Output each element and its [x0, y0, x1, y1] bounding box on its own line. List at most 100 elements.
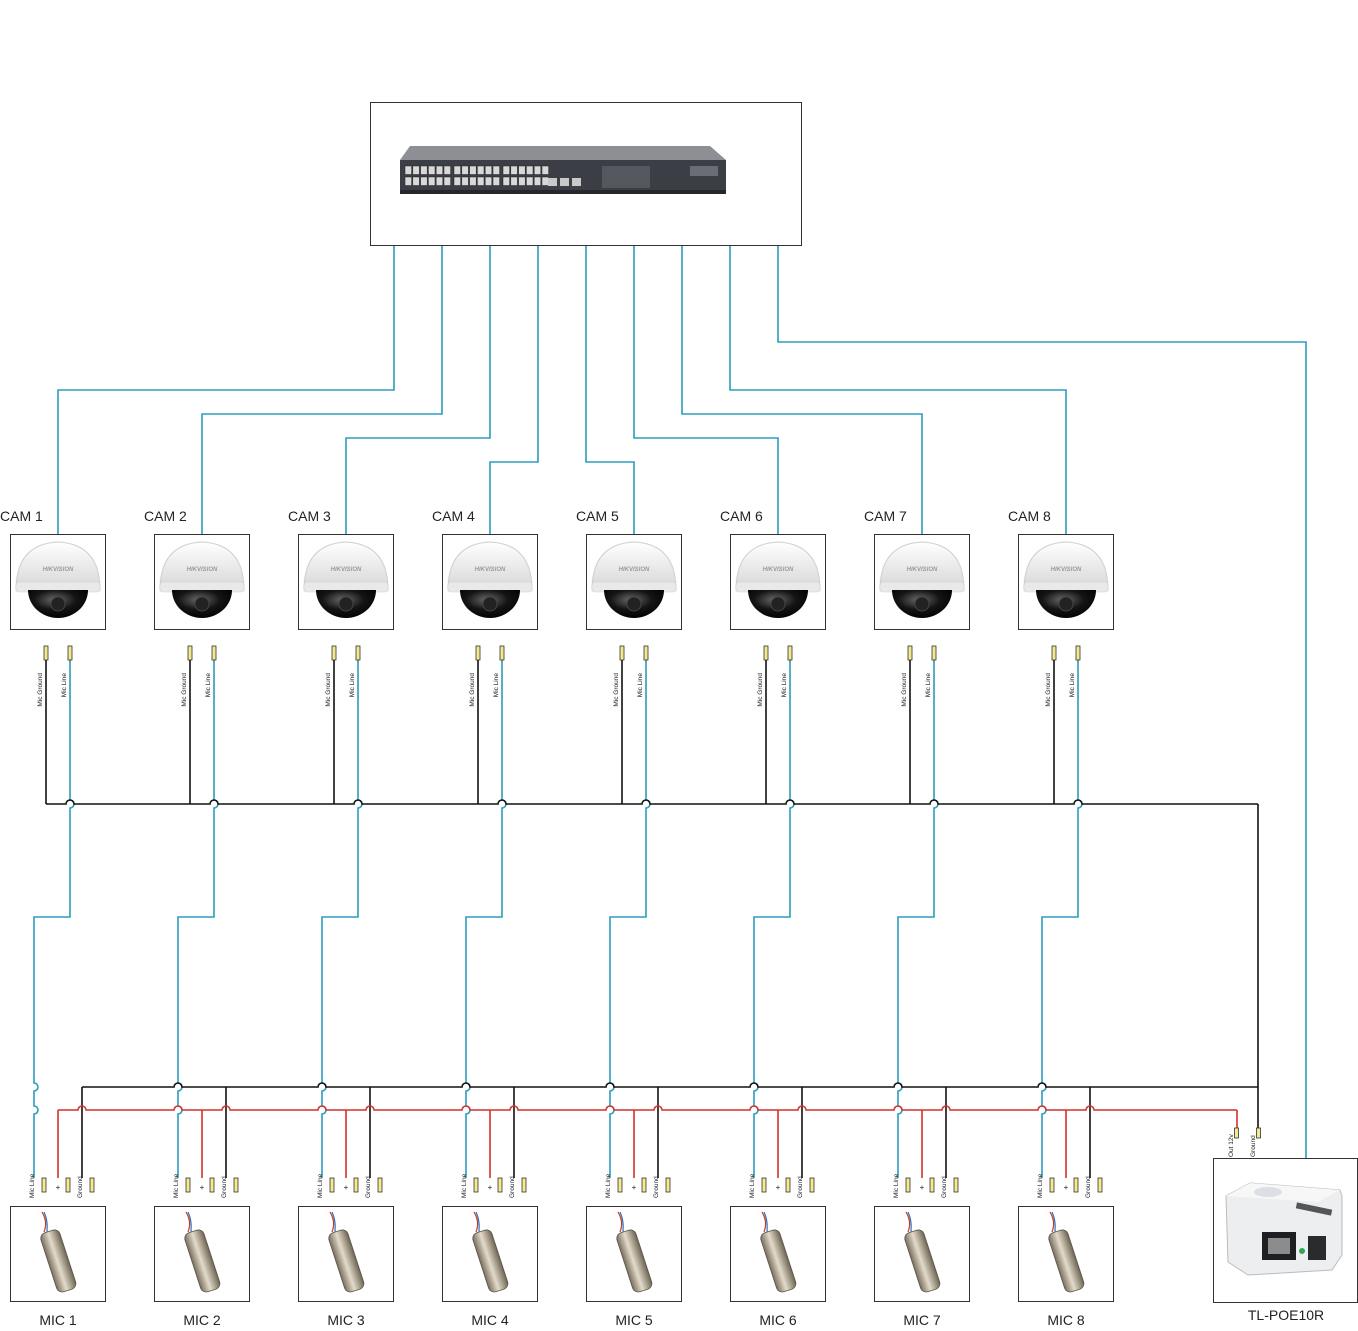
switch-port [541, 165, 549, 175]
pin-label: Mic Line [461, 1173, 468, 1198]
mic-line-wire [753, 660, 795, 1178]
pin-label: Mic Line [781, 673, 788, 698]
camera-brand: HIKVISION [907, 567, 938, 573]
switch-icon [400, 146, 726, 194]
camera-brand: HIKVISION [43, 567, 74, 573]
microphone-icon [40, 1211, 77, 1293]
switch-port [412, 176, 420, 186]
pin-terminal [331, 645, 337, 661]
ethernet-cable [201, 246, 443, 534]
pin-label: + [632, 1183, 637, 1192]
switch-port [518, 176, 526, 186]
camera-label: CAM 7 [864, 508, 907, 524]
pin-terminal [953, 1177, 959, 1193]
switch-port [526, 176, 534, 186]
ethernet-cable [489, 246, 539, 534]
dome-camera-icon: HIKVISION [447, 541, 533, 618]
mic-label: MIC 4 [471, 1312, 509, 1328]
switch-port [518, 165, 526, 175]
mic-line-wire [609, 660, 651, 1178]
mic-label: MIC 2 [183, 1312, 221, 1328]
pin-label: + [488, 1183, 493, 1192]
poe-out-terminal [1234, 1127, 1239, 1139]
ethernet-cable [633, 246, 779, 534]
pin-label: Mic Line [925, 673, 932, 698]
ethernet-cable [777, 246, 1307, 1158]
camera-label: CAM 1 [0, 508, 43, 524]
microphone-icon [904, 1211, 941, 1293]
pin-label: Mic Ground [1045, 673, 1052, 707]
pin-terminal [643, 645, 649, 661]
microphone-icon [760, 1211, 797, 1293]
pin-terminal [187, 645, 193, 661]
pin-terminal [809, 1177, 815, 1193]
pin-label: + [200, 1183, 205, 1192]
mic-label: MIC 5 [615, 1312, 653, 1328]
switch-port [453, 176, 461, 186]
ground-wires [45, 660, 1259, 1178]
switch-port [435, 165, 444, 175]
switch-port [492, 165, 500, 175]
switch-port [477, 165, 485, 175]
switch-port [510, 176, 518, 186]
switch-port [435, 176, 444, 186]
pin-label: Mic Line [61, 673, 68, 698]
pin-terminal [1075, 645, 1081, 661]
switch-port [420, 176, 428, 186]
mic-label: MIC 1 [39, 1312, 77, 1328]
microphone-icon [328, 1211, 365, 1293]
pin-label: Mic Ground [325, 673, 332, 707]
camera-brand: HIKVISION [763, 567, 794, 573]
pin-label: Mic Line [749, 1173, 756, 1198]
pin-label: Ground [653, 1176, 660, 1198]
switch-port [510, 165, 518, 175]
pin-terminal [907, 645, 913, 661]
switch-port [404, 165, 412, 175]
pin-label: Mic Line [205, 673, 212, 698]
mic-line-wire [1041, 660, 1083, 1178]
pin-terminal [1051, 645, 1057, 661]
mic-label: MIC 3 [327, 1312, 365, 1328]
switch-box [370, 102, 802, 246]
pin-label: Mic Line [317, 1173, 324, 1198]
pin-label: Ground [1085, 1176, 1092, 1198]
switch-port [502, 165, 510, 175]
pin-label: Mic Line [29, 1173, 36, 1198]
ethernet-cable [729, 246, 1067, 534]
poe-ground-pin-label: Ground [1250, 1135, 1257, 1157]
pin-terminal [355, 645, 361, 661]
switch-port [541, 176, 549, 186]
pin-label: Ground [941, 1176, 948, 1198]
pin-label: Mic Ground [469, 673, 476, 707]
pin-terminal [65, 1177, 71, 1193]
camera-label: CAM 3 [288, 508, 331, 524]
pin-terminal [763, 645, 769, 661]
pin-terminal [41, 1177, 47, 1193]
pin-terminal [665, 1177, 671, 1193]
pin-label: Mic Ground [901, 673, 908, 707]
pin-terminal [353, 1177, 359, 1193]
camera-brand: HIKVISION [331, 567, 362, 573]
mic-line-wire [321, 660, 363, 1178]
pin-label: Ground [77, 1176, 84, 1198]
dome-camera-icon: HIKVISION [735, 541, 821, 618]
switch-port [469, 165, 477, 175]
dome-camera-icon: HIKVISION [159, 541, 245, 618]
switch-port [492, 176, 500, 186]
power-bus [58, 1105, 1237, 1111]
switch-port [533, 176, 542, 186]
pin-terminal [211, 645, 217, 661]
pin-label: + [56, 1183, 61, 1192]
ethernet-cable [57, 246, 395, 534]
camera-label: CAM 8 [1008, 508, 1051, 524]
pin-terminal [619, 645, 625, 661]
pin-terminal [1049, 1177, 1055, 1193]
